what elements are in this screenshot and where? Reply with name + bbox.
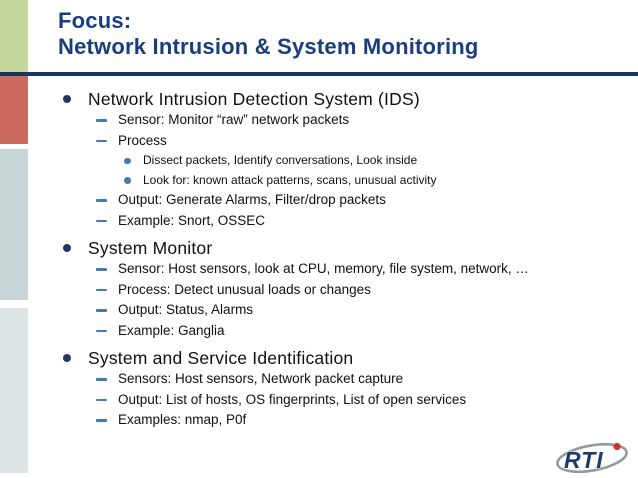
- dash-icon: [96, 219, 107, 223]
- bullet-list: Network Intrusion Detection System (IDS)…: [0, 88, 638, 431]
- sidebar-strip-red: [0, 76, 28, 144]
- list-item-text: Example: Snort, OSSEC: [118, 212, 266, 228]
- title-divider: [0, 72, 638, 76]
- list-item-text: Output: Generate Alarms, Filter/drop pac…: [118, 192, 386, 207]
- bullet-icon: [63, 354, 71, 362]
- list-item: System and Service Identification: [0, 347, 638, 369]
- list-item: Dissect packets, Identify conversations,…: [0, 151, 638, 171]
- list-item: Output: Status, Alarms: [0, 300, 638, 321]
- rti-logo: RTI: [556, 442, 628, 474]
- dash-icon: [96, 309, 107, 312]
- sidebar-strip-green: [0, 0, 28, 72]
- logo-swoosh: [556, 442, 628, 474]
- sidebar-strip-teal-light: [0, 308, 28, 473]
- logo-text: RTI: [564, 447, 604, 473]
- list-item-text: Network Intrusion Detection System (IDS): [88, 89, 420, 109]
- list-item-text: Sensor: Monitor “raw” network packets: [118, 112, 350, 127]
- list-item-text: Example: Ganglia: [118, 322, 225, 338]
- dash-icon: [96, 329, 107, 333]
- bullet-icon: [63, 95, 71, 103]
- list-item: Output: Generate Alarms, Filter/drop pac…: [0, 190, 638, 211]
- list-item-text: Process: [118, 132, 167, 148]
- logo-red-dot: [613, 442, 621, 451]
- slide-title-line2: Network Intrusion & System Monitoring: [58, 34, 479, 59]
- list-item-text: Process: Detect unusual loads or changes: [118, 281, 371, 297]
- dash-icon: [96, 199, 107, 202]
- dash-icon: [96, 268, 107, 271]
- list-item-text: System Monitor: [88, 238, 213, 258]
- list-item: Example: Ganglia: [0, 321, 638, 342]
- dash-icon: [96, 398, 107, 402]
- list-item: Look for: known attack patterns, scans, …: [0, 171, 638, 191]
- list-item-text: Dissect packets, Identify conversations,…: [143, 153, 418, 167]
- bullet-icon: [124, 177, 131, 184]
- list-item: System Monitor: [0, 237, 638, 259]
- list-item-text: Output: Status, Alarms: [118, 302, 254, 317]
- list-item-text: Examples: nmap, P0f: [118, 412, 247, 427]
- dash-icon: [96, 119, 107, 122]
- dash-icon: [96, 378, 107, 381]
- dash-icon: [96, 419, 107, 422]
- list-item-text: System and Service Identification: [88, 348, 354, 368]
- list-item: Output: List of hosts, OS fingerprints, …: [0, 390, 638, 411]
- dash-icon: [96, 288, 107, 292]
- sidebar-strip-teal: [0, 149, 28, 300]
- slide-title: Focus: Network Intrusion & System Monito…: [58, 8, 628, 60]
- list-item: Example: Snort, OSSEC: [0, 211, 638, 232]
- list-item: Network Intrusion Detection System (IDS): [0, 88, 638, 110]
- list-item-text: Output: List of hosts, OS fingerprints, …: [118, 391, 467, 407]
- slide-title-line1: Focus:: [58, 8, 132, 33]
- list-item: Examples: nmap, P0f: [0, 410, 638, 431]
- list-item-text: Look for: known attack patterns, scans, …: [143, 172, 437, 187]
- dash-icon: [96, 139, 107, 143]
- list-item: Sensor: Host sensors, look at CPU, memor…: [0, 259, 638, 280]
- list-item-text: Sensor: Host sensors, look at CPU, memor…: [118, 261, 529, 276]
- bullet-icon: [124, 157, 131, 165]
- list-item: Process: Detect unusual loads or changes: [0, 280, 638, 301]
- list-item: Process: [0, 131, 638, 152]
- list-item-text: Sensors: Host sensors, Network packet ca…: [118, 371, 404, 386]
- bullet-icon: [63, 244, 71, 252]
- list-item: Sensors: Host sensors, Network packet ca…: [0, 369, 638, 390]
- list-item: Sensor: Monitor “raw” network packets: [0, 110, 638, 131]
